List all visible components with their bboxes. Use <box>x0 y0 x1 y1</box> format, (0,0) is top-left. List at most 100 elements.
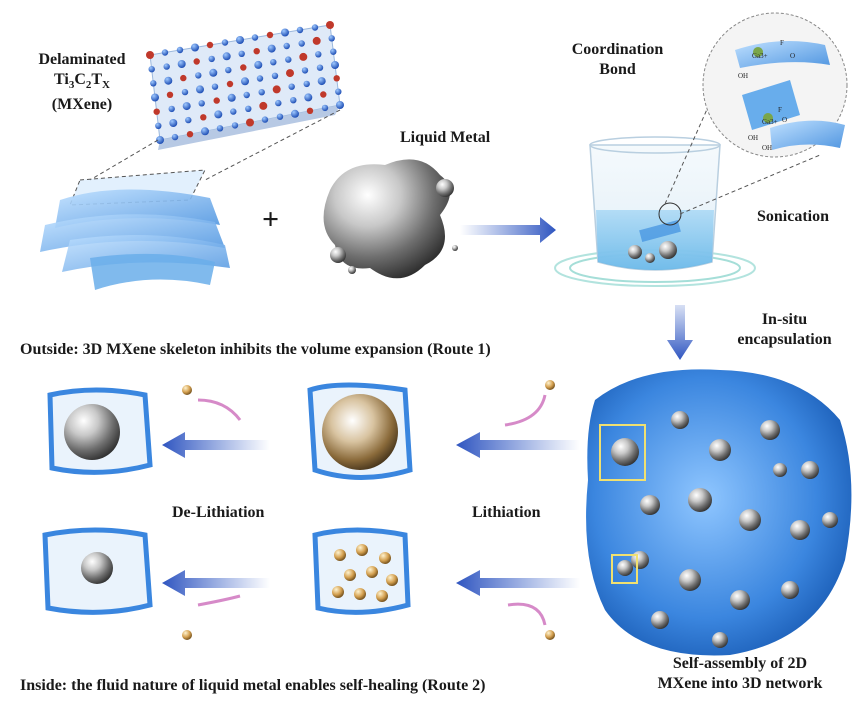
lattice-atom <box>333 75 340 82</box>
inset-oh-1: OH <box>738 72 748 80</box>
lattice-atom <box>227 93 236 102</box>
network-metal-sphere <box>739 509 761 531</box>
li-ion-1 <box>545 380 555 390</box>
lithiated-particle <box>344 569 356 581</box>
network-metal-sphere <box>611 438 639 466</box>
coordination-bond-inset <box>702 12 848 158</box>
label-lithiation: Lithiation <box>472 504 541 521</box>
lattice-atom <box>271 72 279 80</box>
lattice-atom <box>155 122 162 129</box>
lattice-atom <box>330 48 337 55</box>
lattice-atom <box>259 101 268 110</box>
lattice-atom <box>328 35 335 42</box>
lithiated-particle <box>354 588 366 600</box>
network-metal-sphere <box>822 512 838 528</box>
lattice-atom <box>304 93 313 102</box>
network-metal-sphere <box>801 461 819 479</box>
label-sonication: Sonication <box>757 208 830 225</box>
lithiated-particle <box>334 549 346 561</box>
lattice-atom <box>243 91 250 99</box>
lattice-atom <box>241 77 249 86</box>
lattice-atom <box>336 101 344 109</box>
label-liquid-metal: Liquid Metal <box>400 129 491 146</box>
network-metal-sphere <box>760 420 780 440</box>
lattice-atom <box>209 68 218 77</box>
lattice-atom <box>312 36 321 45</box>
lattice-atom <box>208 55 215 63</box>
label-coordination-line1: Coordination <box>571 41 664 58</box>
lattice-atom <box>253 48 260 55</box>
cell-route1-expanded <box>307 382 413 480</box>
lattice-atom <box>151 93 159 102</box>
label-mxene: Delaminated Ti3C2TX (MXene) <box>22 50 142 115</box>
network-metal-sphere <box>790 520 810 540</box>
arrow-row2-left <box>162 570 270 596</box>
lattice-atom <box>186 131 194 138</box>
label-selfassembly-line1: Self-assembly of 2D <box>672 655 808 672</box>
lattice-atom <box>254 60 263 69</box>
network-metal-sphere <box>679 569 701 591</box>
lattice-atom <box>182 102 191 111</box>
lattice-atom <box>288 83 295 90</box>
arrow-row2-right <box>456 570 580 596</box>
lattice-atom <box>196 85 204 94</box>
label-insitu-line2: encapsulation <box>737 331 832 348</box>
lattice-atom <box>200 114 207 121</box>
network-metal-sphere <box>688 488 712 512</box>
lattice-atom <box>195 72 202 79</box>
label-mxene-line3: (MXene) <box>51 96 113 114</box>
lattice-atom <box>156 136 164 144</box>
lattice-atom <box>236 36 244 44</box>
lattice-atom <box>153 108 160 115</box>
cell-route1-delithiated <box>47 387 153 475</box>
lattice-atom <box>171 133 179 141</box>
arrow-to-beaker <box>460 217 556 243</box>
lattice-atom <box>168 105 175 113</box>
lattice-atom <box>266 31 274 39</box>
lattice-atom <box>335 88 342 95</box>
inset-f-top: F <box>780 39 784 47</box>
lithiated-particle <box>366 566 378 578</box>
arrow-row1-left <box>162 432 270 458</box>
label-self-assembly: Self-assembly of 2D MXene into 3D networ… <box>630 654 850 694</box>
lattice-atom <box>261 116 269 123</box>
lattice-atom <box>290 97 297 104</box>
label-insitu-line1: In-situ <box>761 311 808 328</box>
lattice-atom <box>148 66 155 73</box>
label-selfassembly-line2: MXene into 3D network <box>657 675 823 692</box>
lattice-atom <box>180 74 187 82</box>
label-mxene-line2: Ti3C2TX <box>53 71 110 92</box>
lithiated-particle <box>376 590 388 602</box>
lattice-atom <box>213 97 220 104</box>
lattice-atom <box>216 125 224 132</box>
lattice-atom <box>317 77 326 86</box>
label-insitu-encapsulation: In-situ encapsulation <box>722 310 847 350</box>
lattice-atom <box>275 99 282 107</box>
lattice-atom <box>306 107 314 115</box>
lattice-atom <box>211 83 219 90</box>
lattice-atom <box>221 39 229 46</box>
network-metal-sphere <box>651 611 669 629</box>
lattice-atom <box>285 56 292 63</box>
lattice-atom <box>181 88 189 96</box>
lithiated-particle <box>356 544 368 556</box>
lattice-atom <box>193 58 200 65</box>
label-coordination-bond: Coordination Bond <box>570 40 665 80</box>
lattice-atom <box>296 26 304 34</box>
lattice-atom <box>321 104 329 112</box>
lattice-atom <box>185 116 192 124</box>
lattice-atom <box>161 49 169 56</box>
liquid-metal-droplet <box>323 159 458 279</box>
lattice-atom <box>198 100 205 107</box>
label-mxene-line1: Delaminated <box>38 51 126 68</box>
cell-route2-healed <box>42 527 153 615</box>
inset-f-bottom: F <box>778 106 782 114</box>
network-metal-sphere <box>617 560 633 576</box>
lattice-atom <box>246 118 254 127</box>
lattice-atom <box>270 59 277 66</box>
label-outside-route1: Outside: 3D MXene skeleton inhibits the … <box>20 341 491 358</box>
lattice-atom <box>276 113 284 120</box>
inset-ion-top: Ga3+ <box>752 52 768 60</box>
lattice-atom <box>298 40 305 47</box>
